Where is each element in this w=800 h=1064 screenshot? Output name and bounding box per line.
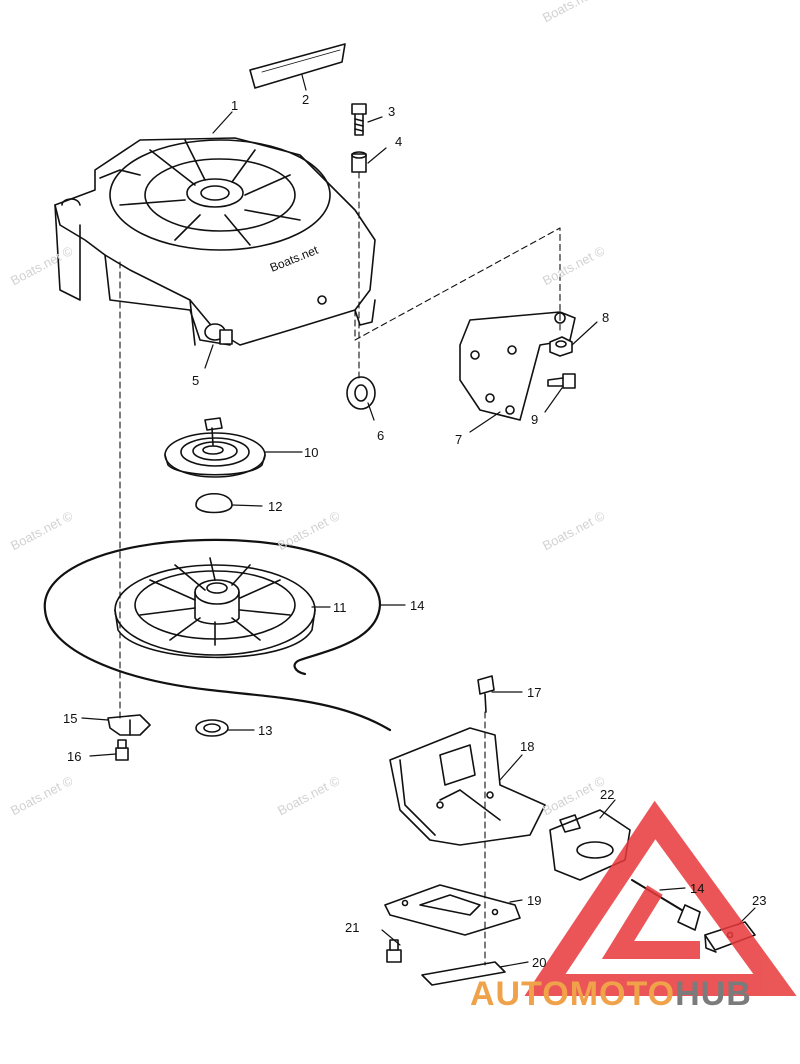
part-2-decal bbox=[249, 43, 346, 89]
label-part-18: 18 bbox=[520, 739, 534, 754]
part-19-plate bbox=[384, 884, 521, 936]
label-part-5: 5 bbox=[192, 373, 199, 388]
label-part-2: 2 bbox=[302, 92, 309, 107]
label-part-11: 11 bbox=[333, 600, 347, 615]
label-part-20: 20 bbox=[532, 955, 546, 970]
part-15-clip bbox=[107, 714, 151, 736]
part-21-screw bbox=[386, 939, 402, 963]
label-part-9: 9 bbox=[531, 412, 538, 427]
part-22-handle bbox=[549, 809, 631, 881]
brand-part3: HUB bbox=[675, 975, 752, 1013]
part-5-plug bbox=[204, 323, 233, 345]
label-part-19: 19 bbox=[527, 893, 541, 908]
part-8-nut bbox=[549, 336, 573, 357]
part-14-rod bbox=[631, 879, 701, 931]
part-3-screw bbox=[351, 103, 367, 136]
part-9-bolt bbox=[547, 373, 576, 389]
label-part-14-lower: 14 bbox=[690, 881, 704, 896]
label-part-6: 6 bbox=[377, 428, 384, 443]
part-11-pulley bbox=[114, 557, 316, 659]
part-14-rope bbox=[43, 538, 392, 732]
part-17-screw bbox=[477, 675, 495, 713]
label-part-17: 17 bbox=[527, 685, 541, 700]
part-16-screw bbox=[115, 739, 129, 761]
label-part-3: 3 bbox=[388, 104, 395, 119]
label-part-16: 16 bbox=[67, 749, 81, 764]
part-12-cap bbox=[195, 493, 233, 514]
part-13-washer bbox=[195, 719, 229, 737]
label-part-10: 10 bbox=[304, 445, 318, 460]
part-4-spacer bbox=[351, 151, 367, 173]
label-part-21: 21 bbox=[345, 920, 359, 935]
label-part-14: 14 bbox=[410, 598, 424, 613]
assembly-dash-lines bbox=[119, 171, 561, 966]
part-20-strip bbox=[421, 961, 506, 986]
label-part-23: 23 bbox=[752, 893, 766, 908]
part-number-labels: 1 2 3 4 5 6 7 8 9 10 11 12 13 14 15 16 1… bbox=[63, 92, 766, 970]
label-part-15: 15 bbox=[63, 711, 77, 726]
brand-wordmark: AUTOMOTOHUB bbox=[470, 975, 752, 1014]
brand-logo-triangle bbox=[524, 800, 797, 996]
brand-part1: AUTO bbox=[470, 975, 570, 1013]
brand-part2: MOTO bbox=[569, 975, 676, 1013]
part-1-starter-housing bbox=[54, 137, 376, 346]
part-18-handle-housing bbox=[389, 727, 546, 846]
label-part-1: 1 bbox=[231, 98, 238, 113]
label-part-4: 4 bbox=[395, 134, 402, 149]
label-part-13: 13 bbox=[258, 723, 272, 738]
label-part-12: 12 bbox=[268, 499, 282, 514]
label-part-8: 8 bbox=[602, 310, 609, 325]
label-part-7: 7 bbox=[455, 432, 462, 447]
part-7-bracket bbox=[459, 311, 576, 421]
part-6-washer bbox=[346, 376, 376, 410]
label-part-22: 22 bbox=[600, 787, 614, 802]
part-10-rewind-spring bbox=[164, 417, 266, 478]
